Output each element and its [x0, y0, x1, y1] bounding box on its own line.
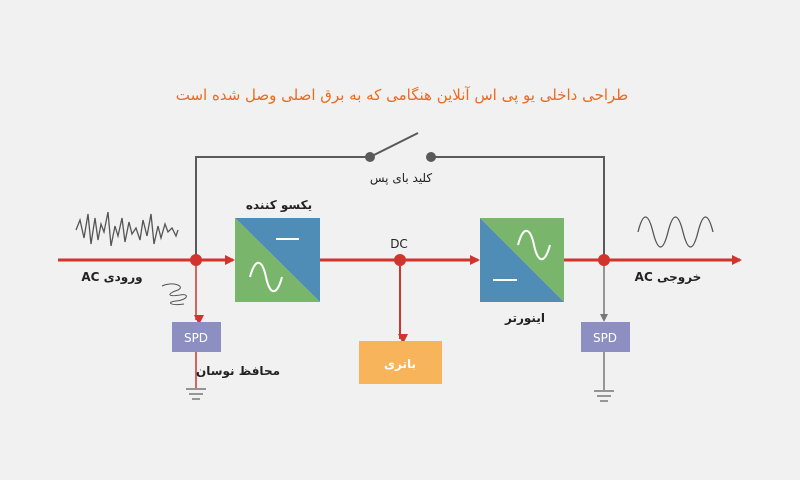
bypass-switch-label: کلید بای پس: [370, 171, 433, 186]
battery-box: [359, 341, 442, 384]
spd-right-label: SPD: [593, 331, 617, 345]
rectifier-label: یکسو کننده: [246, 198, 312, 213]
surge-protector-label: محافظ نوسان: [196, 364, 280, 379]
output-node: [598, 254, 610, 266]
spd-left-label: SPD: [184, 331, 208, 345]
ground-icon: [186, 388, 206, 400]
ground-icon: [594, 390, 614, 402]
surge-squiggle-icon: [161, 283, 187, 306]
spd-left-box: [172, 322, 221, 352]
spd-right-box: [581, 322, 630, 352]
rectifier-block: [235, 218, 320, 302]
dc-node: [394, 254, 406, 266]
inverter-block: [480, 218, 564, 302]
sine-wave-icon: [249, 261, 283, 293]
diagram-title: طراحی داخلی یو پی اس آنلاین هنگامی که به…: [176, 86, 629, 105]
ac-output-label: خروجی AC: [635, 270, 702, 285]
bypass-line-right: [432, 156, 605, 260]
switch-icon: [365, 132, 436, 162]
bypass-line-left: [195, 156, 368, 260]
ac-input-label: ورودی AC: [81, 270, 142, 285]
sine-wave-icon: [517, 229, 551, 261]
sine-wave-icon: [637, 216, 714, 248]
noisy-wave-icon: [75, 211, 179, 247]
inverter-label: اینورتر: [504, 311, 545, 326]
input-node: [190, 254, 202, 266]
battery-label: باتری: [384, 357, 416, 371]
dc-label: DC: [390, 237, 408, 251]
